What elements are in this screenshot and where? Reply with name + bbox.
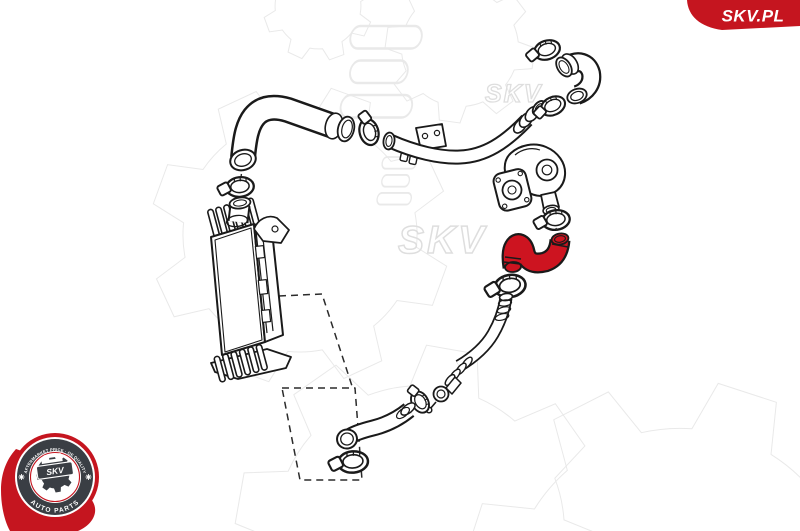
pipe-bracket	[415, 123, 447, 151]
watermark-text: SKV	[398, 219, 487, 262]
watermark-text: SKV	[485, 80, 543, 108]
hose-clamp-icon	[530, 207, 573, 235]
badge-inner-red-ring	[29, 451, 81, 503]
inlet-port	[225, 196, 252, 228]
gear-watermark-icon	[375, 0, 545, 133]
louver-watermark-icon	[337, 24, 425, 119]
hose-clamp-icon	[325, 448, 371, 477]
turbo-elbow-hose	[555, 52, 602, 105]
connector-pipe	[444, 292, 514, 387]
turbocharger	[492, 143, 567, 216]
charge-air-pipe	[382, 100, 547, 166]
brand-banner: SKV.PL	[687, 0, 800, 30]
upper-charge-air-hose	[229, 94, 356, 172]
watermark-layer: SKV SKV	[108, 0, 800, 531]
product-hose-highlight	[501, 232, 571, 274]
brand-banner-shape	[687, 0, 800, 30]
dashed-leader-line	[555, 227, 559, 235]
lower-charge-air-hose	[336, 402, 416, 450]
hose-bracket	[425, 376, 462, 414]
installation-area-outline	[278, 293, 363, 481]
badge-center-logo: SKV	[35, 453, 74, 480]
hose-clamp-icon	[214, 174, 256, 201]
badge-star-icon	[18, 474, 25, 480]
badge-louver-slat	[41, 457, 63, 464]
brand-banner-label: SKV.PL	[722, 7, 785, 26]
badge-center-label: SKV	[46, 465, 66, 478]
badge-louver-slat	[43, 453, 62, 459]
hose-clamp-icon	[353, 106, 383, 149]
diagram-layer	[207, 35, 602, 481]
intercooler	[207, 196, 292, 383]
gear-watermark-icon	[245, 0, 391, 79]
skv-badge: AFTERMARKET PRICE · OE QUALITY AUTO PART…	[1, 433, 99, 531]
badge-center-band	[35, 461, 74, 480]
badge-star-icon	[85, 474, 92, 480]
